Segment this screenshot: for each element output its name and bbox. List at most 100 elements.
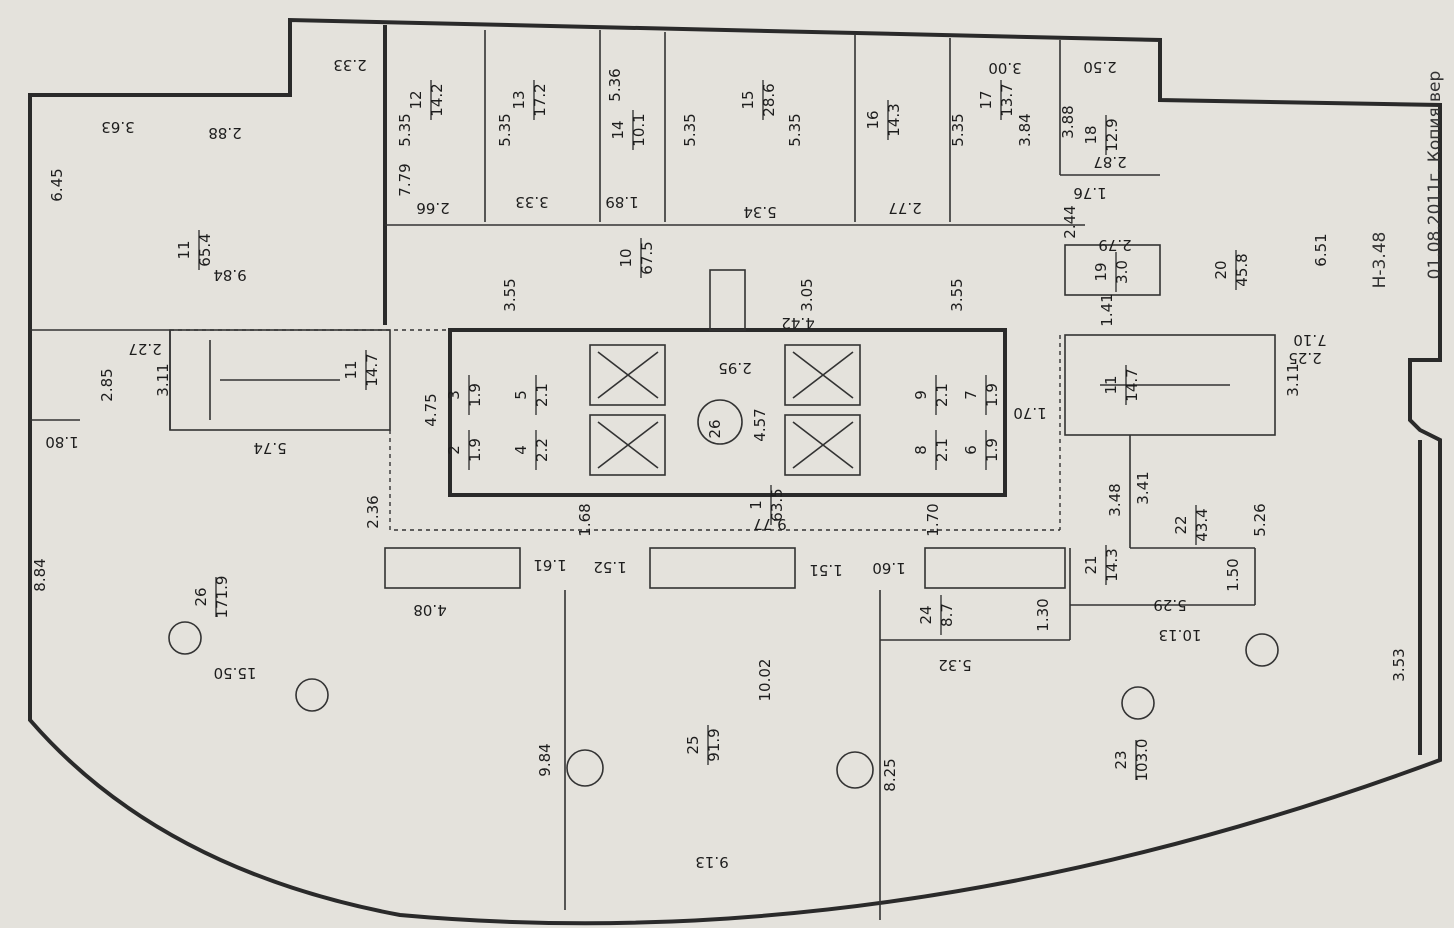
dimension-label: 1.30 (1034, 598, 1052, 631)
room-number: 17 (977, 90, 995, 109)
level-stamp: Н-3.48 (1370, 232, 1390, 289)
dimension-label: 2.44 (1061, 205, 1079, 238)
room-area: 2.1 (533, 383, 551, 407)
room-number: 25 (684, 735, 702, 754)
room-number: 4 (512, 445, 530, 455)
room-number: 26 (192, 587, 210, 606)
dimension-label: 3.33 (515, 193, 548, 211)
dimension-label: 2.27 (128, 340, 161, 358)
dimension-label: 2.66 (416, 199, 449, 217)
room-number: 7 (962, 390, 980, 400)
dimension-label: 1.50 (1224, 558, 1242, 591)
room-area: 171.9 (213, 576, 231, 619)
room-number: 15 (739, 90, 757, 109)
dimension-label: 9.84 (213, 266, 246, 284)
room-number: 2 (445, 445, 463, 455)
room-number: 9 (912, 390, 930, 400)
room-area: 14.3 (885, 103, 903, 136)
core-marker: 26 (706, 419, 724, 438)
room-area: 3.0 (1113, 260, 1131, 284)
room-number: 20 (1212, 260, 1230, 279)
dimension-label: 2.85 (98, 368, 116, 401)
room-area: 43.4 (1193, 508, 1211, 541)
dimension-label: 1.70 (924, 503, 942, 536)
room-number: 14 (609, 120, 627, 139)
room-area: 1.9 (983, 438, 1001, 462)
room-number: 13 (510, 90, 528, 109)
dimension-label: 10.02 (756, 659, 774, 702)
dimension-label: 9.84 (536, 743, 554, 776)
dimension-label: 3.84 (1016, 113, 1034, 146)
room-area: 14.7 (1123, 368, 1141, 401)
dimension-label: 3.41 (1134, 471, 1152, 504)
dimension-label: 5.35 (396, 113, 414, 146)
dimension-label: 3.53 (1390, 648, 1408, 681)
room-area: 67.5 (638, 241, 656, 274)
room-area: 2.2 (533, 438, 551, 462)
dimension-label: 5.36 (606, 68, 624, 101)
dimension-label: 2.77 (888, 199, 921, 217)
room-area: 63.5 (768, 488, 786, 521)
room-area: 2.1 (933, 438, 951, 462)
room-area: 45.8 (1233, 253, 1251, 286)
dimension-label: 7.10 (1293, 331, 1326, 349)
dimension-label: 5.35 (949, 113, 967, 146)
dimension-label: 3.11 (1284, 363, 1302, 396)
dimension-label: 2.87 (1093, 153, 1126, 171)
room-area: 1.9 (466, 383, 484, 407)
dimension-label: 7.79 (396, 163, 414, 196)
room-number: 3 (445, 390, 463, 400)
room-area: 103.0 (1133, 739, 1151, 782)
room-area: 12.9 (1103, 118, 1121, 151)
room-area: 1.9 (983, 383, 1001, 407)
room-number: 11 (342, 360, 360, 379)
dimension-label: 2.36 (364, 495, 382, 528)
dimension-label: 9.13 (695, 853, 728, 871)
dimension-label: 2.95 (718, 359, 751, 377)
dimension-label: 1.60 (872, 559, 905, 577)
dimension-label: 1.68 (576, 503, 594, 536)
room-number: 23 (1112, 750, 1130, 769)
dimension-label: 3.55 (501, 278, 519, 311)
room-number: 1 (747, 500, 765, 510)
dimension-label: 4.57 (751, 408, 769, 441)
dimension-label: 8.25 (881, 758, 899, 791)
dimension-label: 1.76 (1073, 184, 1106, 202)
room-number: 18 (1082, 125, 1100, 144)
dimension-label: 1.70 (1013, 404, 1046, 422)
dimension-label: 1.80 (45, 433, 78, 451)
room-area: 28.6 (760, 83, 778, 116)
dimension-label: 2.25 (1288, 349, 1321, 367)
dimension-label: 1.51 (809, 561, 842, 579)
dimension-label: 3.55 (948, 278, 966, 311)
dimension-label: 3.11 (154, 363, 172, 396)
dimension-label: 5.35 (681, 113, 699, 146)
room-area: 8.7 (938, 603, 956, 627)
dimension-label: 15.50 (214, 664, 257, 682)
dimension-label: 1.89 (605, 193, 638, 211)
dimension-label: 6.45 (48, 168, 66, 201)
dimension-label: 5.26 (1251, 503, 1269, 536)
room-area: 1.9 (466, 438, 484, 462)
dimension-label: 1.52 (593, 558, 626, 576)
room-number: 21 (1082, 555, 1100, 574)
dimension-label: 8.84 (31, 558, 49, 591)
room-number: 22 (1172, 515, 1190, 534)
dimension-label: 3.05 (798, 278, 816, 311)
dimension-label: 3.63 (101, 118, 134, 136)
room-number: 10 (617, 248, 635, 267)
room-area: 17.2 (531, 83, 549, 116)
dimension-label: 3.88 (1059, 105, 1077, 138)
dimension-label: 5.35 (786, 113, 804, 146)
room-area: 2.1 (933, 383, 951, 407)
dimension-label: 3.00 (988, 59, 1021, 77)
room-number: 8 (912, 445, 930, 455)
dimension-label: 4.75 (422, 393, 440, 426)
room-area: 65.4 (196, 233, 214, 266)
room-area: 13.7 (998, 83, 1016, 116)
room-number: 19 (1092, 262, 1110, 281)
dimension-label: 5.29 (1153, 596, 1186, 614)
dimension-label: 9.77 (753, 515, 786, 533)
room-area: 91.9 (705, 728, 723, 761)
